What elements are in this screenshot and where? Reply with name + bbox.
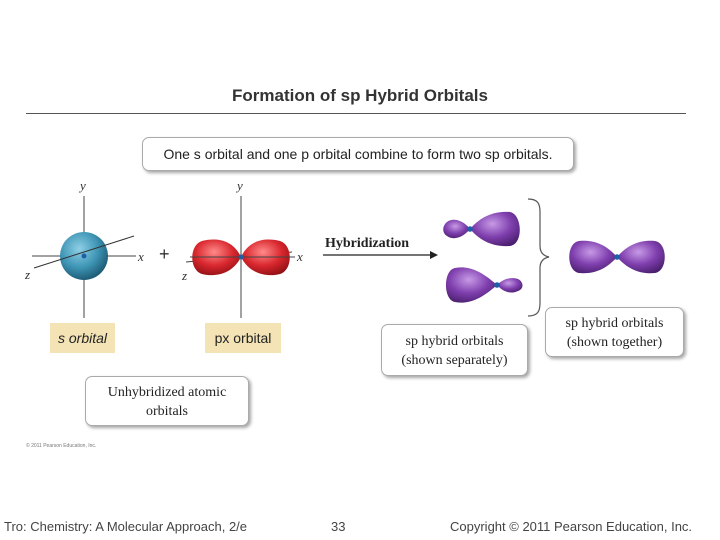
s-orbital-figure	[32, 196, 136, 318]
hybridization-label: Hybridization	[325, 236, 410, 251]
s-z-axis	[33, 235, 135, 269]
image-credit: © 2011 Pearson Education, Inc.	[26, 443, 97, 449]
sp-together-callout: sp hybrid orbitals (shown together)	[545, 307, 684, 357]
sp-nucleus-bottom	[494, 282, 500, 288]
slide-title: Formation of sp Hybrid Orbitals	[232, 86, 488, 105]
p-axis-label-z: z	[182, 268, 188, 283]
s-orbital-label: s orbital	[50, 323, 115, 353]
s-axis-label-z: z	[25, 267, 31, 282]
combine-brace	[527, 198, 550, 317]
s-axis-label-x: x	[138, 249, 144, 264]
s-axis-label-y: y	[80, 178, 86, 193]
px-orbital-label: px orbital	[205, 323, 281, 353]
sp-separate-line-2: (shown separately)	[401, 353, 508, 368]
s-nucleus	[81, 253, 87, 259]
p-nucleus	[238, 254, 244, 260]
title-divider	[26, 113, 686, 114]
plus-sign: +	[159, 244, 170, 264]
sp-orbital-together	[569, 240, 665, 274]
unhybridized-callout: Unhybridized atomic orbitals	[85, 376, 249, 426]
px-orbital-figure	[185, 196, 295, 318]
sp-together-line-1: sp hybrid orbitals	[565, 316, 664, 331]
sp-separate-callout: sp hybrid orbitals (shown separately)	[381, 324, 528, 376]
unhybridized-line-1: Unhybridized atomic	[107, 385, 227, 400]
footer-book-title: Tro: Chemistry: A Molecular Approach, 2/…	[4, 519, 248, 534]
s-orbital-label-text: s orbital	[57, 330, 108, 346]
sp-together-line-2: (shown together)	[566, 335, 663, 350]
sp-nucleus-top	[467, 226, 473, 232]
hybridization-arrow-head	[430, 251, 438, 259]
px-orbital-label-text: px orbital	[214, 330, 272, 346]
summary-callout: One s orbital and one p orbital combine …	[142, 137, 574, 171]
unhybridized-line-2: orbitals	[146, 404, 188, 419]
sp-orbital-separate-bottom	[446, 267, 523, 303]
footer-copyright: Copyright © 2011 Pearson Education, Inc.	[450, 519, 693, 534]
sp-orbital-separate-top	[443, 211, 520, 247]
p-axis-label-y: y	[237, 178, 243, 193]
sp-separate-line-1: sp hybrid orbitals	[405, 334, 504, 349]
p-axis-label-x: x	[297, 249, 303, 264]
sp-nucleus-together	[614, 254, 620, 260]
footer-page-number: 33	[331, 519, 346, 534]
